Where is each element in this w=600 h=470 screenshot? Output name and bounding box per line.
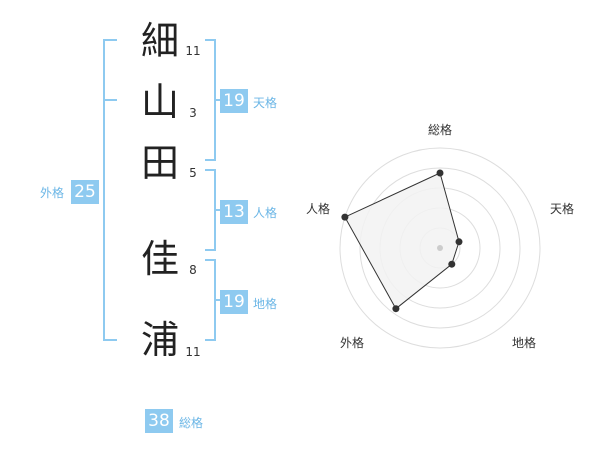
jinkaku-label: 人格 [253,206,278,220]
soukaku-label: 総格 [179,416,204,430]
radar-axis-label-soukaku: 総格 [427,123,452,137]
chikaku-value-badge: 19 [220,290,248,314]
radar-point-1 [436,169,444,177]
name-char-2: 山 [140,80,179,124]
gaikaku-label: 外格 [40,186,65,200]
stroke-count-4: 8 [189,263,197,277]
radar-point-2 [455,238,463,246]
radar-grid-ring-5 [339,147,541,349]
name-char-3: 田 [140,141,179,185]
tenkaku-value-badge: 19 [220,89,248,113]
radar-point-4 [392,305,400,313]
radar-axis-label-tenkaku: 天格 [549,202,574,216]
stroke-count-1: 11 [185,44,201,58]
name-char-4: 佳 [140,237,179,281]
radar-grid-ring-4 [359,167,521,329]
stroke-count-5: 11 [185,345,201,359]
tenkaku-label: 天格 [253,96,278,110]
radar-area [344,172,460,310]
gaikaku-bracket [103,39,117,341]
soukaku-value-badge: 38 [145,409,173,433]
stroke-count-2: 3 [189,106,197,120]
radar-axis-label-chikaku: 地格 [511,336,536,350]
jinkaku-value-badge: 13 [220,200,248,224]
radar-axis-label-gaikaku: 外格 [339,336,364,350]
radar-point-3 [448,260,456,268]
name-char-5: 浦 [140,318,179,362]
chikaku-label: 地格 [253,297,278,311]
gaikaku-value-badge: 25 [71,180,99,204]
name-char-1: 細 [140,19,179,63]
radar-center-dot [437,245,443,251]
radar-axis-label-jinkaku: 人格 [305,202,330,216]
stroke-count-3: 5 [189,166,197,180]
radar-point-5 [341,213,349,221]
